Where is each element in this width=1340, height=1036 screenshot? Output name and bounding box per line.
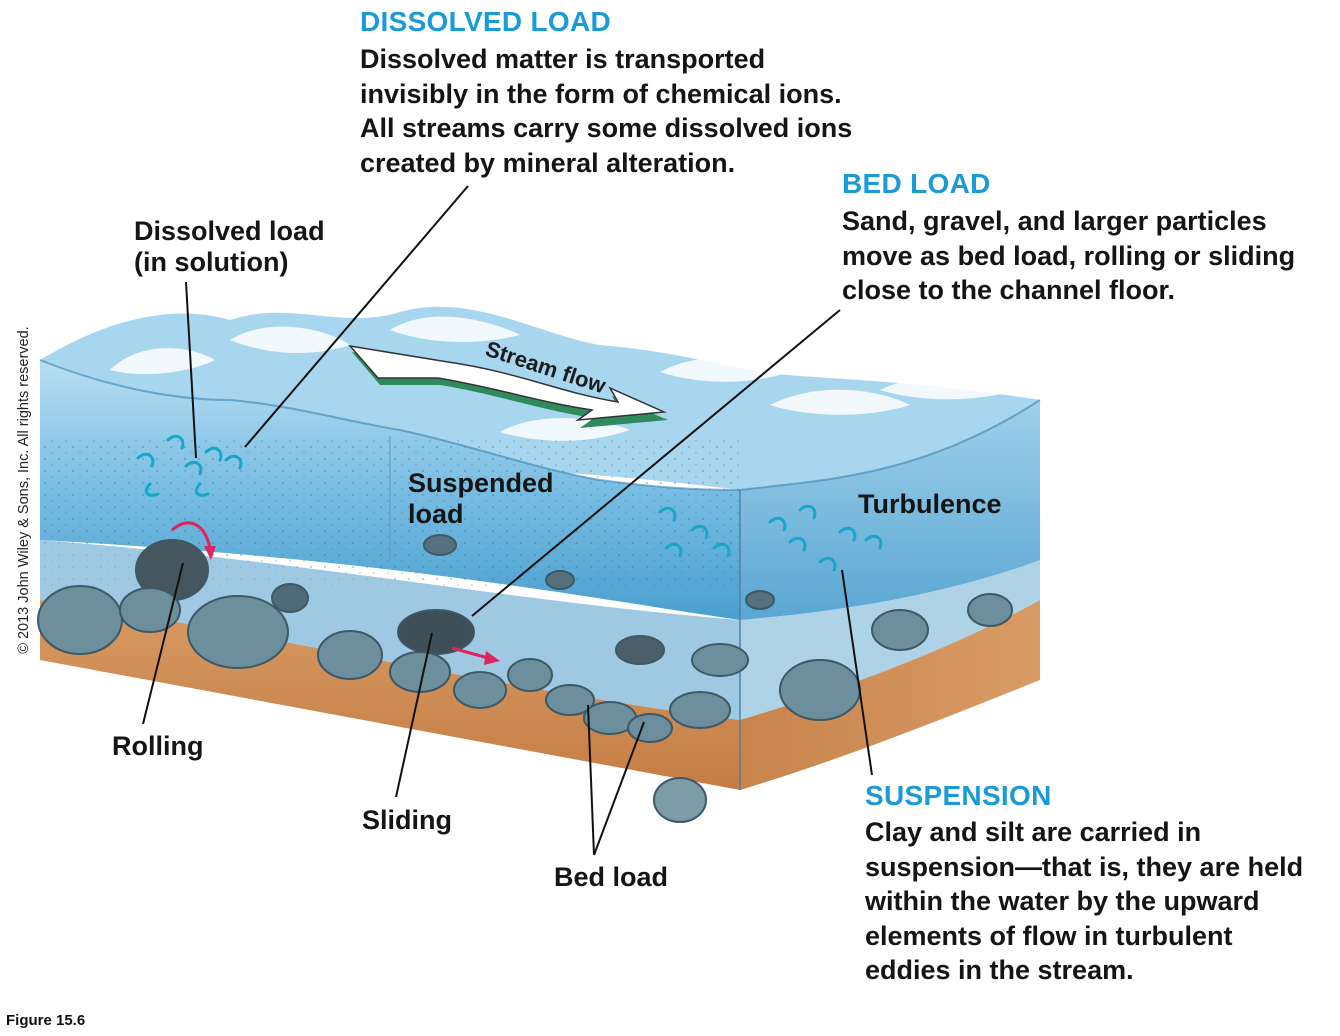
sliding-label: Sliding	[362, 805, 452, 835]
rolling-label: Rolling	[112, 731, 204, 761]
suspended-load-label: Suspended load	[408, 468, 554, 529]
bed-load-title: BED LOAD	[842, 168, 991, 199]
copyright-notice: © 2013 John Wiley & Sons, Inc. All right…	[16, 326, 32, 654]
sliding-arrow	[451, 646, 500, 665]
bed-load-rocks	[37, 534, 1013, 823]
eddy-swirls	[136, 434, 883, 572]
suspension-title: SUSPENSION	[865, 780, 1052, 811]
bed-load-description: Sand, gravel, and larger particles move …	[842, 206, 1296, 305]
leader-lines	[142, 185, 873, 856]
figure-number: Figure 15.6	[6, 1012, 86, 1029]
turbulence-label: Turbulence	[858, 489, 1002, 519]
water-side-face	[740, 400, 1040, 620]
dissolved-load-description: Dissolved matter is transported invisibl…	[360, 44, 853, 178]
dissolved-load-title: DISSOLVED LOAD	[360, 6, 612, 37]
sediment-side-face	[740, 600, 1040, 790]
water-body	[39, 306, 1041, 620]
rolling-arrow	[171, 521, 216, 560]
suspension-description: Clay and silt are carried in suspension—…	[865, 817, 1304, 985]
bed-load-label: Bed load	[554, 862, 669, 892]
dissolved-load-label: Dissolved load (in solution)	[134, 216, 325, 277]
